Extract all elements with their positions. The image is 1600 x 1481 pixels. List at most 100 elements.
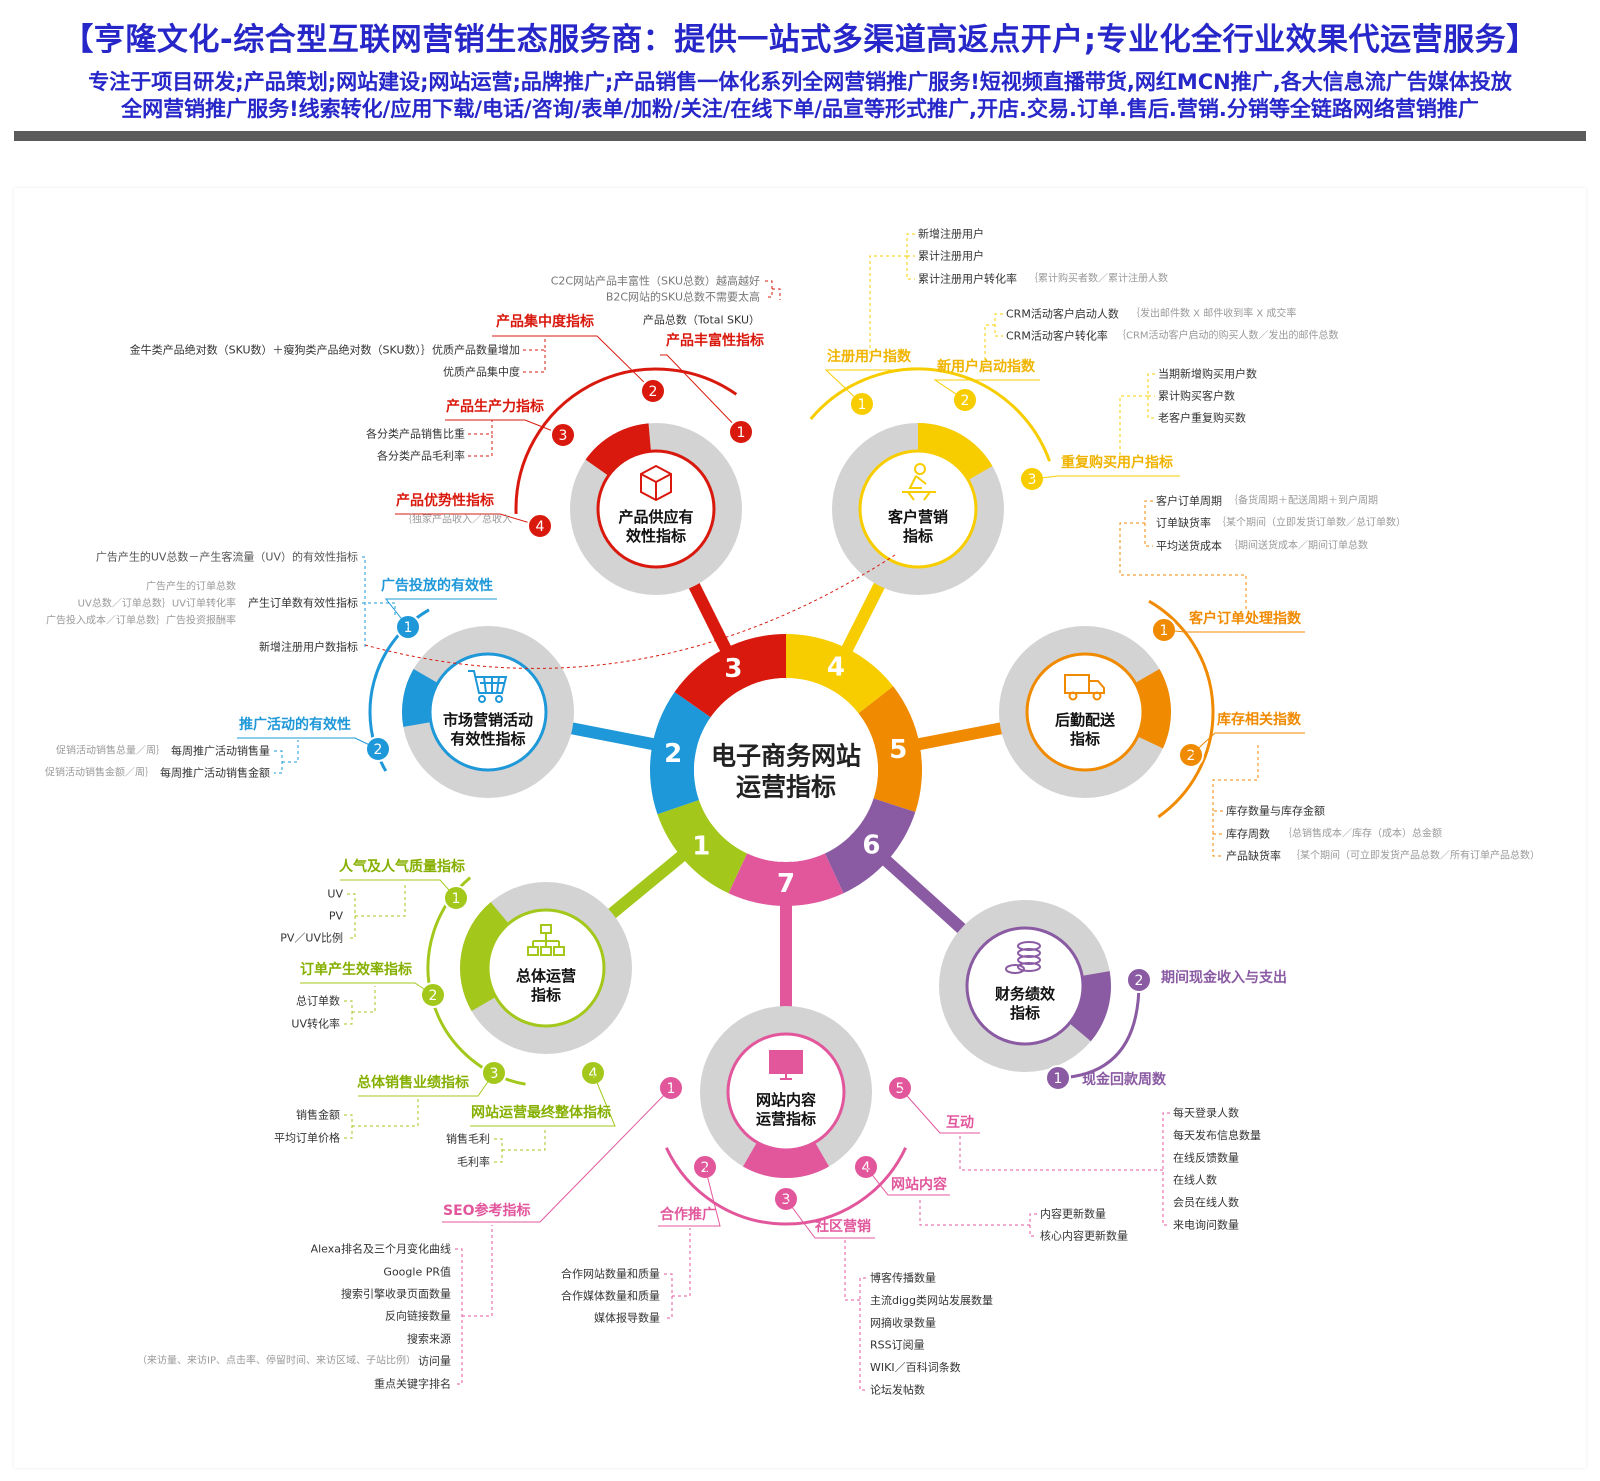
center-segment-number-1: 1 bbox=[692, 831, 710, 861]
product-group-3-item-2: 各分类产品毛利率 bbox=[377, 449, 465, 463]
hub-product-label-2: 效性指标 bbox=[626, 527, 686, 545]
finance-node-2 bbox=[1126, 967, 1152, 993]
marketing-group-2-item-1: 促销活动销售总量／周｝ bbox=[56, 744, 166, 757]
customer-group-3-bracket bbox=[1119, 373, 1155, 460]
marketing-group-2-bracket bbox=[274, 740, 299, 774]
content-group-2-item-2: 合作媒体数量和质量 bbox=[561, 1289, 660, 1303]
customer-group-2-item-3: CRM活动客户转化率 bbox=[1006, 329, 1108, 343]
product-node-3-number: 3 bbox=[559, 428, 568, 444]
content-group-5-item-2: 每天发布信息数量 bbox=[1173, 1128, 1261, 1142]
content-group-3-item-6: 论坛发帖数 bbox=[870, 1383, 925, 1397]
overall-group-4-item-2: 毛利率 bbox=[457, 1155, 490, 1169]
content-group-3-item-3: 网摘收录数量 bbox=[870, 1315, 936, 1329]
content-node-1-number: 1 bbox=[667, 1081, 676, 1097]
hub-overall-label-2: 指标 bbox=[531, 986, 561, 1004]
marketing-group-2-item-3: 促销活动销售金额／周｝ bbox=[45, 766, 155, 779]
product-leader-1 bbox=[660, 354, 742, 433]
product-group-3-bracket bbox=[468, 420, 493, 457]
hub-finance-disc bbox=[965, 926, 1085, 1046]
product-arc bbox=[514, 367, 738, 514]
person-desk-icon bbox=[902, 463, 936, 501]
product-node-4-number: 4 bbox=[536, 519, 545, 535]
center-ring-segment-2 bbox=[650, 691, 711, 815]
logistics-leader-2 bbox=[1190, 732, 1305, 756]
content-group-4-item-2: 核心内容更新数量 bbox=[1040, 1229, 1128, 1243]
content-group-5-bracket bbox=[959, 1112, 1170, 1226]
customer-leader-3 bbox=[1031, 475, 1180, 480]
marketing-group-1-item-5: 产生订单数有效性指标 bbox=[248, 596, 358, 610]
product-node-2 bbox=[640, 378, 666, 404]
overall-leader-4 bbox=[470, 1072, 616, 1127]
content-group-1-item-4: 反向链接数量 bbox=[385, 1309, 451, 1323]
content-group-2-item-3: 媒体报导数量 bbox=[594, 1311, 660, 1325]
customer-group-3-item-3: 老客户重复购买数 bbox=[1158, 411, 1246, 425]
content-group-5-item-1: 每天登录人数 bbox=[1173, 1106, 1239, 1120]
content-title-2: 合作推广 bbox=[660, 1206, 716, 1223]
center-segment-number-5: 5 bbox=[889, 735, 907, 765]
content-title-3: 社区营销 bbox=[814, 1218, 871, 1235]
customer-group-2-bracket bbox=[984, 313, 1003, 365]
marketing-group-2-item-2: 每周推广活动销售量 bbox=[171, 744, 270, 758]
customer-title-2: 新用户启动指数 bbox=[937, 358, 1036, 375]
content-group-5-item-3: 在线反馈数量 bbox=[1173, 1150, 1239, 1164]
marketing-group-1-item-1: 广告产生的UV总数－产生客流量（UV）的有效性指标 bbox=[96, 550, 358, 564]
center-segment-number-3: 3 bbox=[724, 654, 742, 684]
overall-group-2-bracket bbox=[344, 986, 376, 1025]
overall-node-3-number: 3 bbox=[490, 1066, 499, 1082]
center-ring-segment-4 bbox=[786, 634, 894, 714]
product-leader-2 bbox=[492, 335, 654, 392]
logistics-group-1-item-3: 订单缺货率 bbox=[1156, 516, 1211, 530]
coins-icon bbox=[1005, 941, 1041, 974]
customer-group-2-item-4: ｛CRM活动客户启动的购买人数／发出的邮件总数 bbox=[1116, 329, 1339, 342]
product-group-1-item-3: 产品总数（Total SKU） bbox=[643, 313, 760, 327]
customer-arc bbox=[809, 367, 1051, 462]
hub-overall-ring-accent bbox=[460, 902, 509, 1011]
overall-leader-2 bbox=[300, 982, 434, 996]
content-leader-3 bbox=[785, 1198, 875, 1239]
customer-group-1-item-3: 累计注册用户转化率 bbox=[918, 272, 1017, 286]
hub-overall-disc bbox=[486, 908, 606, 1028]
overall-group-4-item-1: 销售毛利 bbox=[446, 1132, 490, 1146]
content-group-2-bracket bbox=[664, 1228, 691, 1319]
hub-logistics-disc bbox=[1025, 652, 1145, 772]
marketing-title-2: 推广活动的有效性 bbox=[239, 716, 351, 733]
shopping-cart-icon bbox=[468, 670, 508, 703]
marketing-node-2-number: 2 bbox=[374, 742, 383, 758]
page-title: 【亨隆文化-综合型互联网营销生态服务商：提供一站式多渠道高返点开户;专业化全行业… bbox=[62, 22, 1538, 58]
overall-group-3-item-1: 销售金额 bbox=[296, 1108, 340, 1122]
overall-group-1-bracket bbox=[347, 882, 406, 939]
logistics-group-1-bracket bbox=[1119, 500, 1247, 610]
center-ring-segment-3 bbox=[674, 634, 786, 718]
content-leader-5 bbox=[899, 1087, 980, 1134]
hub-marketing-disc bbox=[428, 652, 548, 772]
logistics-node-1-number: 1 bbox=[1160, 623, 1169, 639]
hub-finance-label-1: 财务绩效 bbox=[995, 985, 1056, 1003]
customer-title-3: 重复购买用户指标 bbox=[1061, 454, 1173, 471]
monitor-icon bbox=[769, 1050, 803, 1080]
logistics-group-2-bracket bbox=[1212, 745, 1259, 857]
marketing-group-1-item-3: UV总数／订单总数｝UV订单转化率 bbox=[78, 597, 236, 610]
product-group-4-item-1: ｛独家产品收入／总收入 bbox=[402, 513, 512, 526]
customer-leader-2 bbox=[933, 379, 1040, 401]
content-group-3-item-5: WIKI／百科词条数 bbox=[870, 1360, 961, 1374]
content-group-5-item-4: 在线人数 bbox=[1173, 1173, 1217, 1187]
hub-product-label-1: 产品供应有 bbox=[618, 508, 693, 526]
customer-group-1-bracket bbox=[869, 233, 915, 355]
hub-overall-label-1: 总体运营 bbox=[516, 967, 576, 985]
customer-node-3-number: 3 bbox=[1028, 472, 1037, 488]
content-group-1-item-5: 搜索来源 bbox=[407, 1332, 451, 1346]
product-node-1-number: 1 bbox=[737, 425, 746, 441]
content-group-1-item-2: Google PR值 bbox=[383, 1266, 451, 1279]
logistics-group-1-item-2: ｛备货周期＋配送周期＋到户周期 bbox=[1228, 494, 1378, 507]
hub-product-disc bbox=[596, 449, 716, 569]
hub-customer-label-2: 指标 bbox=[903, 527, 933, 545]
customer-group-3-item-1: 当期新增购买用户数 bbox=[1158, 367, 1257, 381]
content-group-1-item-3: 搜索引擎收录页面数量 bbox=[341, 1287, 451, 1301]
customer-title-1: 注册用户指数 bbox=[827, 348, 912, 365]
hub-finance-ring-accent bbox=[1069, 971, 1111, 1042]
hub-logistics-ring-accent bbox=[1135, 669, 1171, 749]
customer-node-1-number: 1 bbox=[858, 397, 867, 413]
logistics-title-2: 库存相关指数 bbox=[1217, 711, 1302, 728]
product-group-3-item-1: 各分类产品销售比重 bbox=[366, 427, 465, 441]
